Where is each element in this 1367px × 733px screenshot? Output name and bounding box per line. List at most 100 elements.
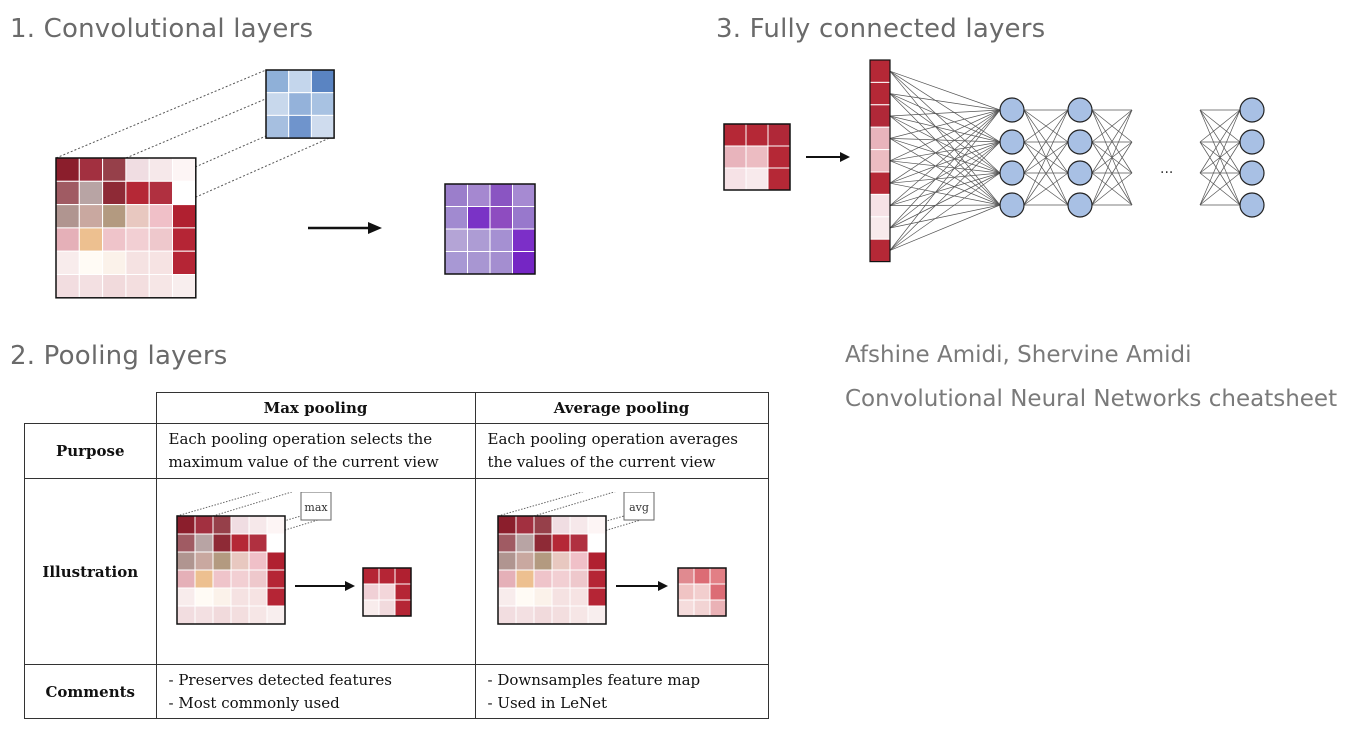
fc-input-cell [723,123,747,147]
avg-input-grid [496,514,607,625]
kernel-cell [288,92,312,116]
connection-edge [889,141,1001,184]
connection-edge [889,115,1001,206]
connection-edge [889,109,1001,229]
avg-input-cell [515,515,534,534]
max-op-label: max [304,501,328,514]
vector-frame [869,59,891,263]
avg-input-cell [587,515,606,534]
pooling-table: Max pooling Average pooling Purpose Each… [24,392,769,719]
max-out-cell [378,567,395,584]
avg-comment-1: - Downsamples feature map [487,670,701,689]
connection-edge [889,160,1001,206]
max-out-cell [394,599,411,616]
max-out-cell [394,583,411,600]
neuron [1067,192,1093,218]
input-cell [102,250,127,275]
avg-input-cell [587,551,606,570]
output-cell [467,183,491,207]
avg-input-cell [569,515,588,534]
connection-edge [1023,109,1069,174]
max-input-cell [212,605,231,624]
output-cell [512,183,536,207]
input-cell [55,227,80,252]
input-cell [102,227,127,252]
input-cell [125,227,150,252]
input-cell [125,274,150,299]
connection-edge [889,70,1001,206]
max-input-frame [175,514,286,625]
avg-purpose-cell: Each pooling operation averages the valu… [474,423,769,479]
output-feature-map [444,183,536,275]
neuron [1239,129,1265,155]
connection-edge [1091,109,1133,206]
max-comment-2: - Most commonly used [168,693,340,712]
max-input-cell [212,533,231,552]
input-cell [148,157,173,182]
avg-input-cell [515,569,534,588]
connection-edge [889,172,1001,206]
max-input-cell [176,551,195,570]
avg-input-cell [551,533,570,552]
max-input-grid [175,514,286,625]
neuron [999,129,1025,155]
max-pooling-header: Max pooling [155,392,476,424]
connection-edge [889,138,1001,143]
max-out-cell [378,599,395,616]
output-cell [489,228,513,252]
pooling-layers-heading: 2. Pooling layers [10,341,228,371]
input-cell [78,204,104,229]
avg-input-cell [587,587,606,606]
avg-input-cell [533,533,552,552]
max-input-cell [212,515,231,534]
max-input-cell [230,551,249,570]
fc-input-cell [767,167,791,191]
avg-input-cell [515,587,534,606]
connection-edge [889,109,1001,251]
vector-cell [869,126,891,151]
connection-edge [1199,141,1241,206]
input-cell [125,204,150,229]
max-out-cell [362,599,379,616]
avg-input-cell [569,533,588,552]
avg-purpose-line-1: Each pooling operation averages [487,430,739,448]
connection-edge [889,141,1001,229]
kernel-cell [265,69,290,94]
kernel-frame [265,69,335,139]
max-input-cell [176,569,195,588]
connection-edge [889,204,1001,251]
input-cell [78,274,104,299]
input-cell [148,250,173,275]
input-cell [78,157,104,182]
neuron [1067,160,1093,186]
input-cell [55,250,80,275]
max-arrow-icon [294,580,355,591]
vector-cell [869,193,891,218]
input-cell [172,204,197,229]
max-input-cell [194,587,213,606]
input-cell [78,227,104,252]
connection-edge [1091,109,1133,174]
avg-comment-2: - Used in LeNet [487,693,608,712]
fc-input-frame [723,123,791,191]
illustration-label: Illustration [24,478,157,665]
connection-edge [889,109,1001,117]
avg-out-cell [709,567,726,584]
avg-input-cell [497,569,516,588]
input-cell [125,157,150,182]
fully-connected-layers-heading: 3. Fully connected layers [716,14,1046,44]
fc-input-cell [745,167,769,191]
input-cell [172,274,197,299]
input-cell [125,250,150,275]
avg-input-cell [533,569,552,588]
connection-edge [889,70,1001,143]
kernel-cell [288,114,312,139]
avg-input-cell [569,605,588,624]
output-cell [512,206,536,230]
fc-input-cell [745,145,769,169]
fc-ellipsis: ... [1160,161,1173,177]
output-cell [489,251,513,275]
illustration-row: Illustration max [24,478,769,665]
avg-out-cell [677,583,694,600]
max-purpose-line-1: Each pooling operation selects the [168,430,433,448]
